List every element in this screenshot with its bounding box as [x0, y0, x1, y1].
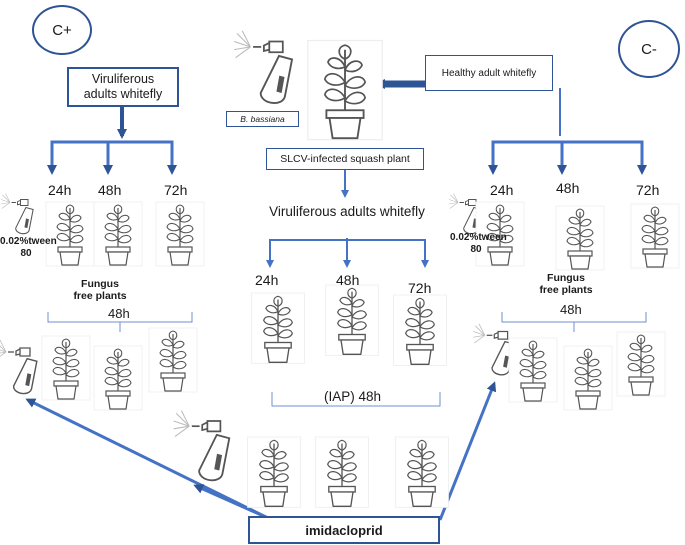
plant-icon — [630, 203, 680, 269]
center-viruliferous-label: Viruliferous adults whitefly — [269, 204, 425, 219]
plant-icon — [394, 436, 450, 509]
bracket-right — [491, 140, 644, 170]
time-label-center-48: 48h — [336, 272, 360, 288]
plant-icon — [93, 345, 143, 411]
plant-icon — [155, 201, 205, 267]
fungus-free-label-left: Fungus free plants — [73, 278, 127, 302]
control-positive-circle: C+ — [32, 5, 92, 55]
plant-icon — [148, 327, 198, 393]
imidacloprid-box: imidacloprid — [248, 516, 440, 544]
time-label-right-72: 72h — [636, 182, 660, 198]
plant-icon — [41, 335, 91, 401]
h48-label-right: 48h — [560, 302, 582, 317]
control-negative-circle: C- — [618, 20, 680, 78]
plant-icon — [563, 345, 613, 411]
plant-icon — [314, 436, 370, 509]
plant-icon — [555, 205, 605, 271]
arrow-imidacloprid-right — [438, 381, 497, 521]
time-label-left-48: 48h — [98, 182, 122, 198]
time-label-right-24: 24h — [490, 182, 514, 198]
plant-icon — [392, 294, 448, 367]
plant-icon — [93, 201, 143, 267]
infected-squash-plant-icon — [306, 39, 384, 141]
tween-label-right: 0.02%tween 80 — [450, 232, 507, 255]
control-positive-label: C+ — [52, 21, 72, 39]
time-label-center-72: 72h — [408, 280, 432, 296]
bassiana-box: B. bassiana — [226, 111, 299, 127]
slcv-plant-box: SLCV-infected squash plant — [266, 148, 424, 170]
sprayer-icon-bassiana — [233, 29, 296, 107]
plant-icon — [250, 292, 306, 365]
arrow-imidacloprid-left — [25, 398, 269, 520]
control-negative-label: C- — [641, 40, 657, 58]
tween-label-left: 0.02%tween 80 — [0, 236, 57, 259]
h48-label-left: 48h — [108, 306, 130, 321]
viruliferous-box: Viruliferous adults whitefly — [67, 67, 179, 107]
sprayer-icon-left-bottom — [0, 339, 40, 397]
time-label-left-72: 72h — [164, 182, 188, 198]
sprayer-icon-center-bottom — [172, 409, 233, 484]
time-label-center-24: 24h — [255, 272, 279, 288]
iap-label: (IAP) 48h — [324, 389, 382, 404]
bracket-left — [50, 140, 174, 170]
plant-icon — [508, 337, 558, 403]
plant-icon — [324, 284, 380, 357]
plant-icon — [45, 201, 95, 267]
sprayer-icon-left-top — [0, 192, 36, 236]
plant-icon — [616, 331, 666, 397]
time-label-left-24: 24h — [48, 182, 72, 198]
arrow-imidacloprid-center — [193, 484, 269, 520]
time-label-right-48: 48h — [556, 180, 580, 196]
arrows — [25, 79, 647, 521]
fungus-free-label-right: Fungus free plants — [539, 272, 593, 296]
plant-icon — [246, 436, 302, 509]
healthy-whitefly-box: Healthy adult whitefly — [425, 55, 553, 91]
brace-center — [271, 392, 441, 407]
